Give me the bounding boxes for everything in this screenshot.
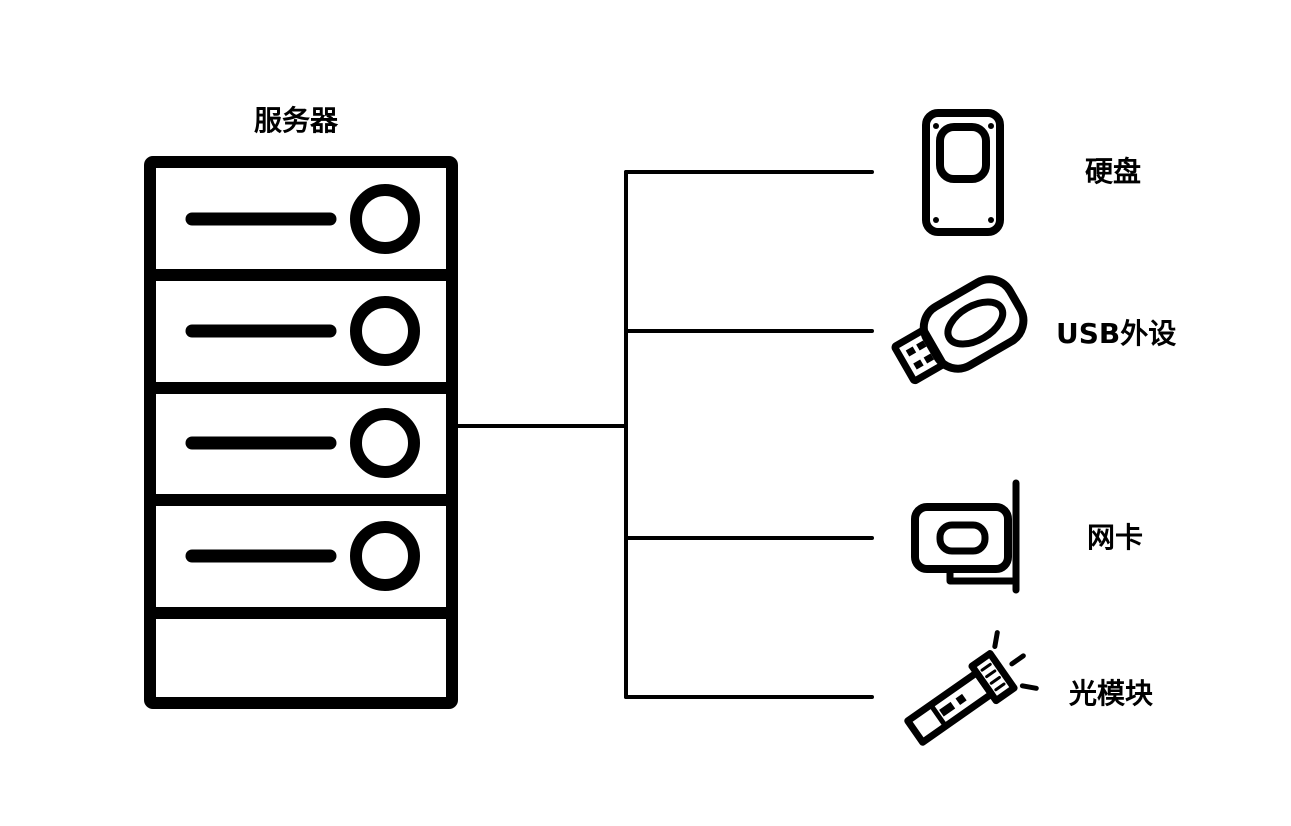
drive-led — [350, 296, 420, 366]
device-label-optical: 光模块 — [1069, 677, 1154, 710]
usb-stick-icon — [891, 275, 1028, 385]
drive-led — [350, 408, 420, 478]
device-label-hdd: 硬盘 — [1085, 155, 1142, 188]
drive-led — [350, 521, 420, 591]
hard-drive-icon — [922, 109, 1004, 236]
device-label-nic: 网卡 — [1087, 521, 1144, 554]
server-rack-frame — [144, 156, 458, 709]
optical-module-icon — [904, 630, 1039, 746]
connector-tree — [450, 170, 874, 699]
network-card-icon — [911, 479, 1020, 594]
server-label: 服务器 — [254, 104, 339, 137]
device-label-usb: USB外设 — [1056, 317, 1177, 350]
drive-led — [350, 184, 420, 254]
server-rack — [144, 156, 458, 709]
